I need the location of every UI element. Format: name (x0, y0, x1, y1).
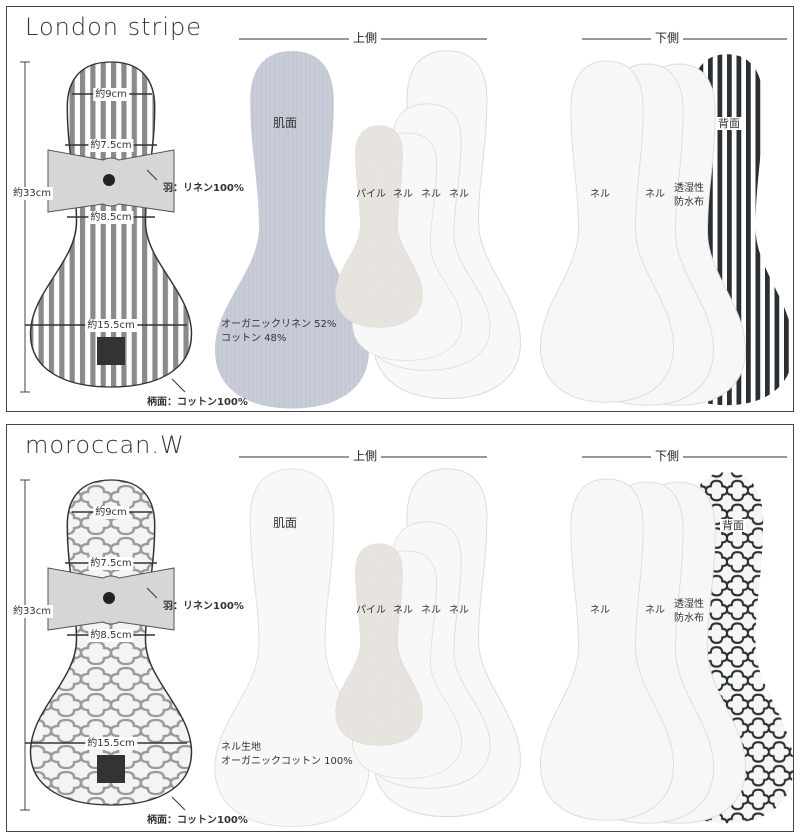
wing-bottom-label: 約8.5cm (88, 629, 134, 642)
width-top-label: 約9cm (93, 88, 129, 101)
layer-label: ネル (449, 605, 469, 616)
layer-label: ネル (449, 189, 469, 200)
wing-top-label: 約7.5cm (88, 557, 134, 570)
lower-side-header: 下側 (650, 447, 684, 464)
skin-side-label: 肌面 (272, 116, 298, 130)
skin-material-line1: オーガニックリネン 52% (221, 319, 337, 330)
wing-material-label: 羽：リネン100% (163, 601, 244, 612)
lower-layer-label: ネル (590, 189, 610, 200)
waterproof-line1: 透湿性 (674, 183, 704, 194)
lower-side-header: 下側 (650, 29, 684, 46)
waterproof-line2: 防水布 (674, 197, 704, 208)
lower-layer-label: ネル (645, 605, 665, 616)
layer-label: パイル (356, 605, 386, 616)
product-title: London stripe (25, 13, 203, 41)
length-label: 約33cm (11, 187, 53, 200)
back-side-label: 背面 (720, 519, 746, 532)
layer-label: ネル (393, 605, 413, 616)
wing-bottom-label: 約8.5cm (88, 211, 134, 224)
skin-material-line1: ネル生地 (221, 742, 261, 753)
length-label: 約33cm (11, 605, 53, 618)
layer-label: ネル (421, 189, 441, 200)
width-bottom-label: 約15.5cm (85, 737, 137, 750)
lower-layer-label: ネル (590, 605, 610, 616)
skin-material-line2: コットン 48% (221, 333, 287, 344)
body-material-label: 柄面：コットン100% (147, 397, 248, 408)
london-stripe-artwork (20, 38, 793, 409)
wing-top-label: 約7.5cm (88, 139, 134, 152)
pad-diagram (29, 61, 193, 388)
upper-side-header: 上側 (348, 29, 382, 46)
waterproof-line1: 透湿性 (674, 599, 704, 610)
back-side-label: 背面 (716, 117, 742, 130)
width-top-label: 約9cm (93, 506, 129, 519)
layer-label: ネル (393, 189, 413, 200)
width-bottom-label: 約15.5cm (85, 319, 137, 332)
product-title: moroccan.W (25, 431, 185, 459)
moroccan-w-panel: moroccan.W (6, 424, 794, 832)
skin-material-line2: オーガニックコットン 100% (221, 756, 353, 767)
layer-label: パイル (356, 189, 386, 200)
body-material-label: 柄面：コットン100% (147, 815, 248, 826)
skin-side-label: 肌面 (272, 516, 298, 530)
upper-side-header: 上側 (348, 447, 382, 464)
wing-material-label: 羽：リネン100% (163, 183, 244, 194)
pad-diagram (29, 479, 193, 806)
layer-label: ネル (421, 605, 441, 616)
waterproof-line2: 防水布 (674, 613, 704, 624)
lower-layer-label: ネル (645, 189, 665, 200)
london-stripe-panel: London stripe (6, 6, 794, 412)
